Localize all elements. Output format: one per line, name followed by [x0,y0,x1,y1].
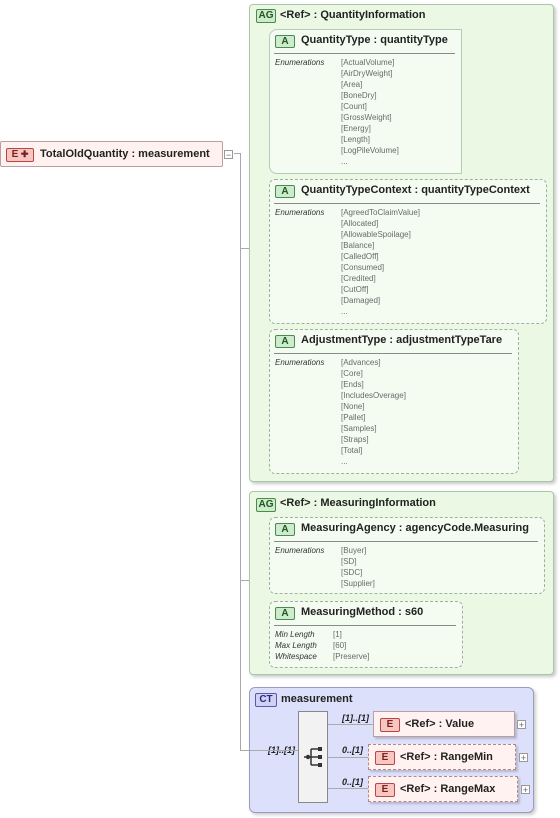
connector-line [249,750,298,751]
facet-label-min-length: Min Length [275,630,315,639]
element-badge: E [375,783,395,797]
attribute-group-badge: AG [256,498,276,512]
child-cardinality: [1]..[1] [342,713,369,723]
divider [274,53,455,54]
attribute-name: QuantityType : quantityType [301,34,448,46]
child-element-name: <Ref> : Value [405,718,475,730]
attribute-badge: A [275,185,295,198]
sequence-icon [304,747,322,767]
connector-line [234,153,240,154]
attribute-group-title: <Ref> : QuantityInformation [280,9,426,21]
child-element-name: <Ref> : RangeMax [400,783,496,795]
sequence-compositor[interactable] [298,711,328,803]
element-badge: E [380,718,400,732]
attribute-measuring-method[interactable]: A MeasuringMethod : s60 Min Length Max L… [269,601,463,668]
attribute-quantity-type-context[interactable]: A QuantityTypeContext : quantityTypeCont… [269,179,547,324]
divider [274,541,538,542]
child-element-name: <Ref> : RangeMin [400,751,493,763]
expand-toggle[interactable]: + [519,753,528,763]
element-badge: E [375,751,395,765]
enumerations-label: Enumerations [275,358,325,367]
connector-line [240,248,249,249]
facet-label-max-length: Max Length [275,641,317,650]
root-element-name: TotalOldQuantity : measurement [40,148,210,160]
divider [274,353,512,354]
child-cardinality: 0..[1] [342,777,364,787]
attribute-badge: A [275,335,295,348]
attribute-group-title: <Ref> : MeasuringInformation [280,497,436,509]
complex-type-badge: CT [255,693,277,707]
divider [274,203,540,204]
complex-type-name: measurement [281,693,353,705]
enumeration-list: [ActualVolume] [AirDryWeight] [Area] [Bo… [341,58,399,166]
enumeration-list: [AgreedToClaimValue] [Allocated] [Allowa… [341,208,421,316]
enumeration-list: [Buyer] [SD] [SDC] [Supplier] [341,546,375,588]
attribute-badge: A [275,607,295,620]
root-element[interactable]: E ✚ TotalOldQuantity : measurement [0,141,223,167]
enumerations-label: Enumerations [275,58,325,67]
child-element-rangemax[interactable]: E <Ref> : RangeMax [368,776,518,802]
child-element-rangemin[interactable]: E <Ref> : RangeMin [368,744,516,770]
attribute-badge: A [275,35,295,48]
attribute-quantity-type[interactable]: A QuantityType : quantityType Enumeratio… [269,29,462,174]
connector-line [328,724,373,725]
facet-values: [1] [60] [Preserve] [333,630,370,661]
attribute-group-badge: AG [256,9,276,23]
attribute-name: QuantityTypeContext : quantityTypeContex… [301,184,530,196]
attribute-measuring-agency[interactable]: A MeasuringAgency : agencyCode.Measuring… [269,517,545,594]
collapse-toggle[interactable]: − [224,150,233,160]
divider [274,625,456,626]
attribute-name: AdjustmentType : adjustmentTypeTare [301,334,503,346]
expand-toggle[interactable]: + [521,785,530,795]
child-cardinality: 0..[1] [342,745,364,755]
connector-line [328,788,368,789]
facet-label-whitespace: Whitespace [275,652,317,661]
element-badge: E ✚ [6,148,34,162]
attribute-group-measuring-information[interactable]: AG <Ref> : MeasuringInformation A Measur… [249,491,554,675]
attribute-badge: A [275,523,295,536]
enumerations-label: Enumerations [275,208,325,217]
attribute-adjustment-type[interactable]: A AdjustmentType : adjustmentTypeTare En… [269,329,519,474]
expand-toggle[interactable]: + [517,720,526,730]
attribute-group-quantity-information[interactable]: AG <Ref> : QuantityInformation A Quantit… [249,4,554,482]
connector-line [240,750,249,751]
connector-line [328,757,368,758]
enumerations-label: Enumerations [275,546,325,555]
child-element-value[interactable]: E <Ref> : Value [373,711,515,737]
connector-line [240,153,241,751]
enumeration-list: [Advances] [Core] [Ends] [IncludesOverag… [341,358,406,466]
attribute-name: MeasuringAgency : agencyCode.Measuring [301,522,529,534]
attribute-name: MeasuringMethod : s60 [301,606,424,618]
connector-line [240,580,249,581]
